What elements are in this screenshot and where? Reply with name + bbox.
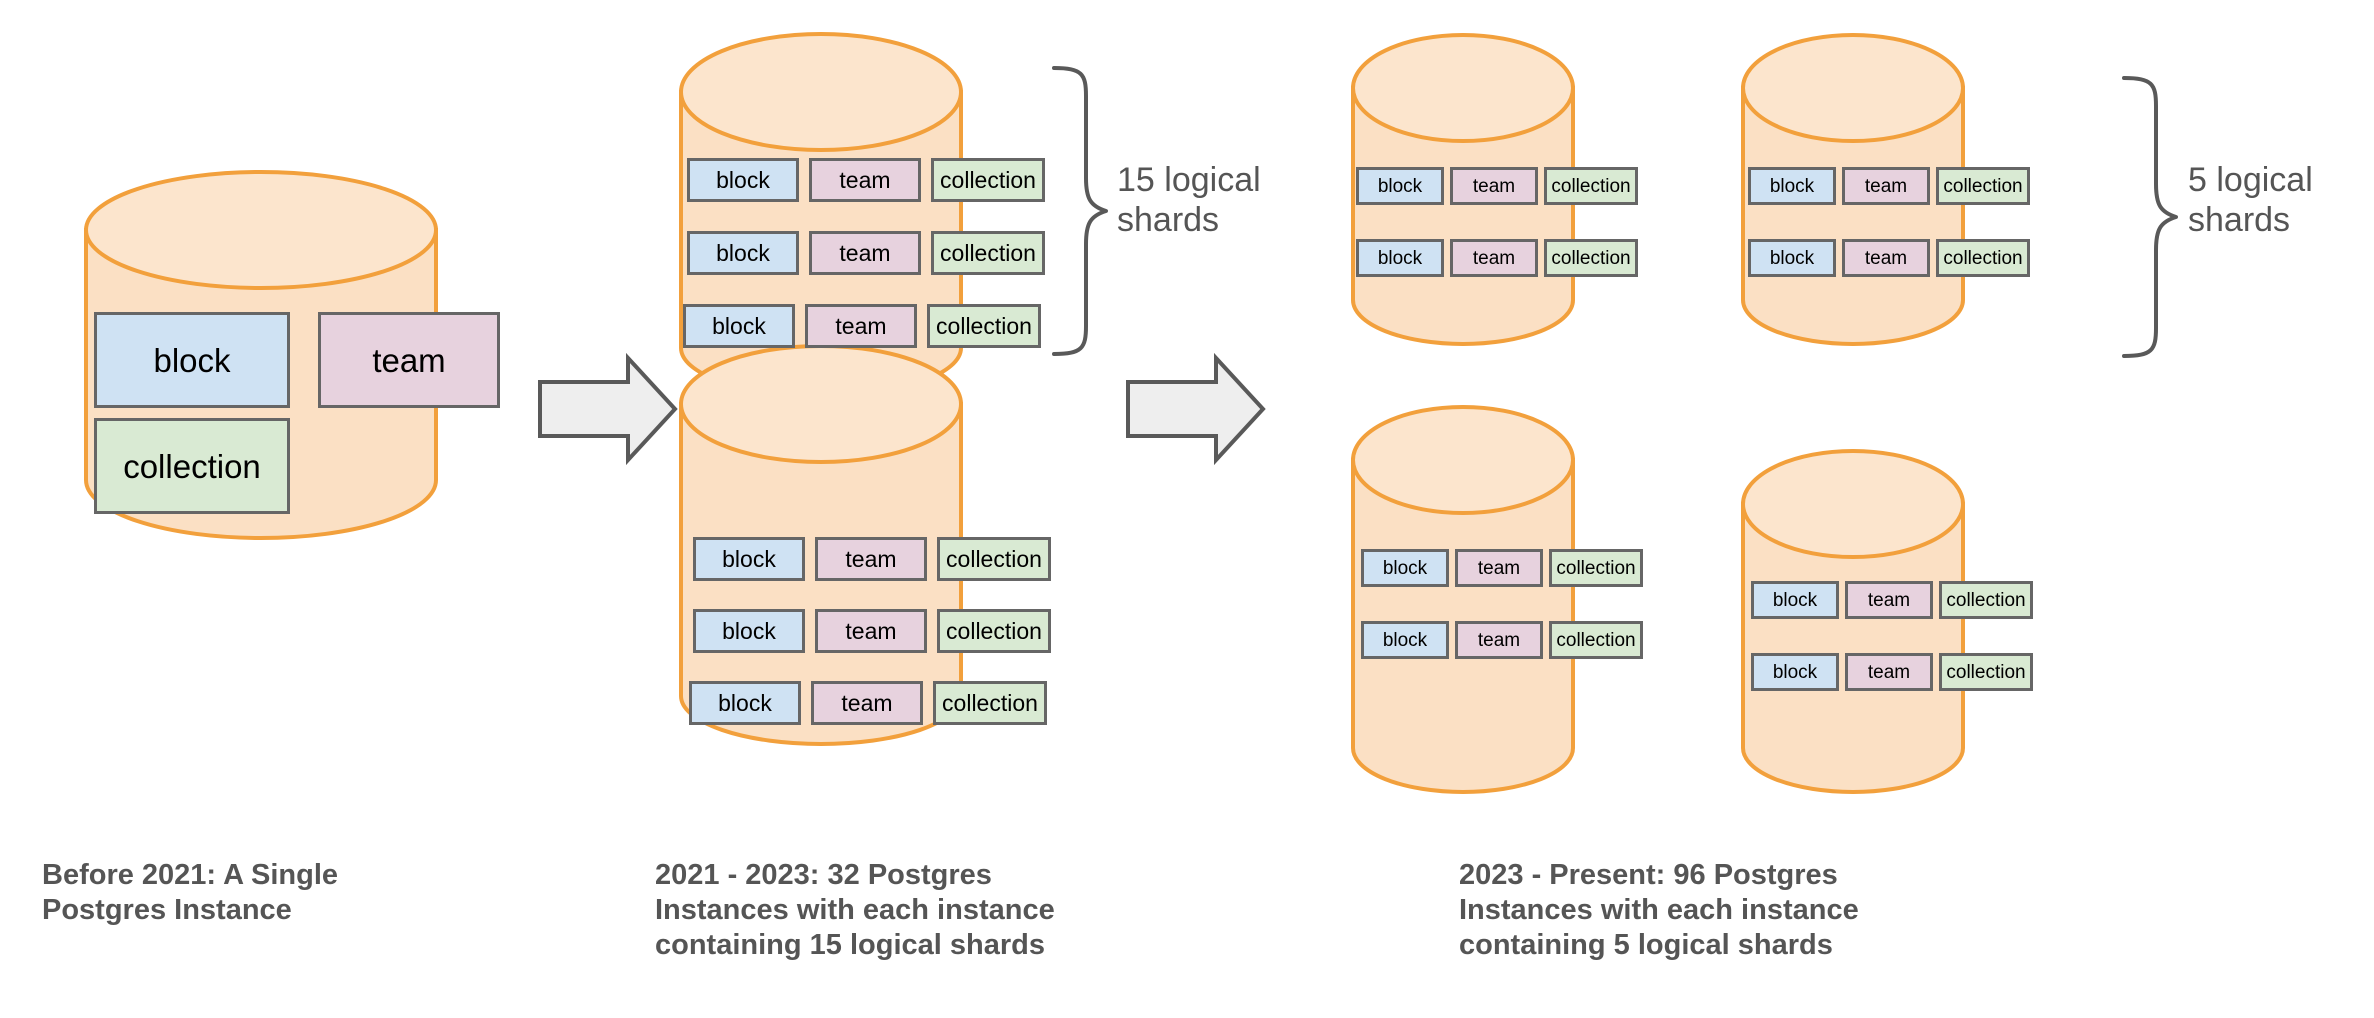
shard-box-team[interactable]: team — [1450, 239, 1538, 277]
shard-box-collection[interactable]: collection — [933, 681, 1047, 725]
cylinder-2023-top-right — [1741, 33, 1965, 346]
shard-box-block[interactable]: block — [687, 231, 799, 275]
shard-box-team[interactable]: team — [809, 158, 921, 202]
shard-box-team[interactable]: team — [1450, 167, 1538, 205]
shard-box-collection[interactable]: collection — [1936, 239, 2030, 277]
shard-box-block[interactable]: block — [693, 537, 805, 581]
shard-box-collection[interactable]: collection — [1544, 167, 1638, 205]
cylinder-2023-top-left — [1351, 33, 1575, 346]
shard-box-team[interactable]: team — [809, 231, 921, 275]
shard-box-collection[interactable]: collection — [937, 537, 1051, 581]
shard-box-team[interactable]: team — [815, 537, 927, 581]
shard-box-block[interactable]: block — [693, 609, 805, 653]
shard-box-collection[interactable]: collection — [927, 304, 1041, 348]
shard-box-block[interactable]: block — [687, 158, 799, 202]
shard-box-collection[interactable]: collection — [1544, 239, 1638, 277]
caption-2021-2023: 2021 - 2023: 32 Postgres Instances with … — [655, 859, 1055, 961]
shard-box-team[interactable]: team — [318, 312, 500, 408]
shard-box-collection[interactable]: collection — [1549, 621, 1643, 659]
shard-box-collection[interactable]: collection — [931, 158, 1045, 202]
shard-box-collection[interactable]: collection — [1939, 653, 2033, 691]
shard-box-collection[interactable]: collection — [94, 418, 290, 514]
shard-box-team[interactable]: team — [1845, 581, 1933, 619]
shard-box-block[interactable]: block — [94, 312, 290, 408]
arrow-1 — [538, 352, 678, 466]
shard-box-collection[interactable]: collection — [1939, 581, 2033, 619]
caption-2023-present: 2023 - Present: 96 Postgres Instances wi… — [1459, 859, 1859, 961]
shard-box-collection[interactable]: collection — [931, 231, 1045, 275]
shard-box-team[interactable]: team — [805, 304, 917, 348]
shard-box-block[interactable]: block — [1748, 167, 1836, 205]
shard-box-block[interactable]: block — [1751, 653, 1839, 691]
brace-15-logical-shards — [1052, 66, 1108, 356]
shard-box-block[interactable]: block — [1361, 621, 1449, 659]
shard-box-block[interactable]: block — [689, 681, 801, 725]
shard-box-block[interactable]: block — [1751, 581, 1839, 619]
shard-box-team[interactable]: team — [1455, 621, 1543, 659]
caption-before-2021: Before 2021: A Single Postgres Instance — [42, 859, 339, 926]
arrow-2 — [1126, 352, 1266, 466]
shard-box-block[interactable]: block — [1356, 239, 1444, 277]
brace-5-logical-shards — [2122, 76, 2178, 358]
shard-box-block[interactable]: block — [1361, 549, 1449, 587]
shard-box-collection[interactable]: collection — [1549, 549, 1643, 587]
shard-box-collection[interactable]: collection — [937, 609, 1051, 653]
shard-box-block[interactable]: block — [1748, 239, 1836, 277]
cylinder-2023-bottom-right — [1741, 449, 1965, 794]
shard-box-team[interactable]: team — [811, 681, 923, 725]
shard-box-block[interactable]: block — [683, 304, 795, 348]
shard-box-team[interactable]: team — [1845, 653, 1933, 691]
shard-box-block[interactable]: block — [1356, 167, 1444, 205]
shard-box-team[interactable]: team — [1842, 167, 1930, 205]
shard-box-team[interactable]: team — [1842, 239, 1930, 277]
shard-box-team[interactable]: team — [815, 609, 927, 653]
brace-label-15-logical-shards: 15 logical shards — [1117, 161, 1261, 239]
cylinder-2023-bottom-left — [1351, 405, 1575, 794]
shard-box-team[interactable]: team — [1455, 549, 1543, 587]
shard-box-collection[interactable]: collection — [1936, 167, 2030, 205]
brace-label-5-logical-shards: 5 logical shards — [2188, 161, 2313, 239]
